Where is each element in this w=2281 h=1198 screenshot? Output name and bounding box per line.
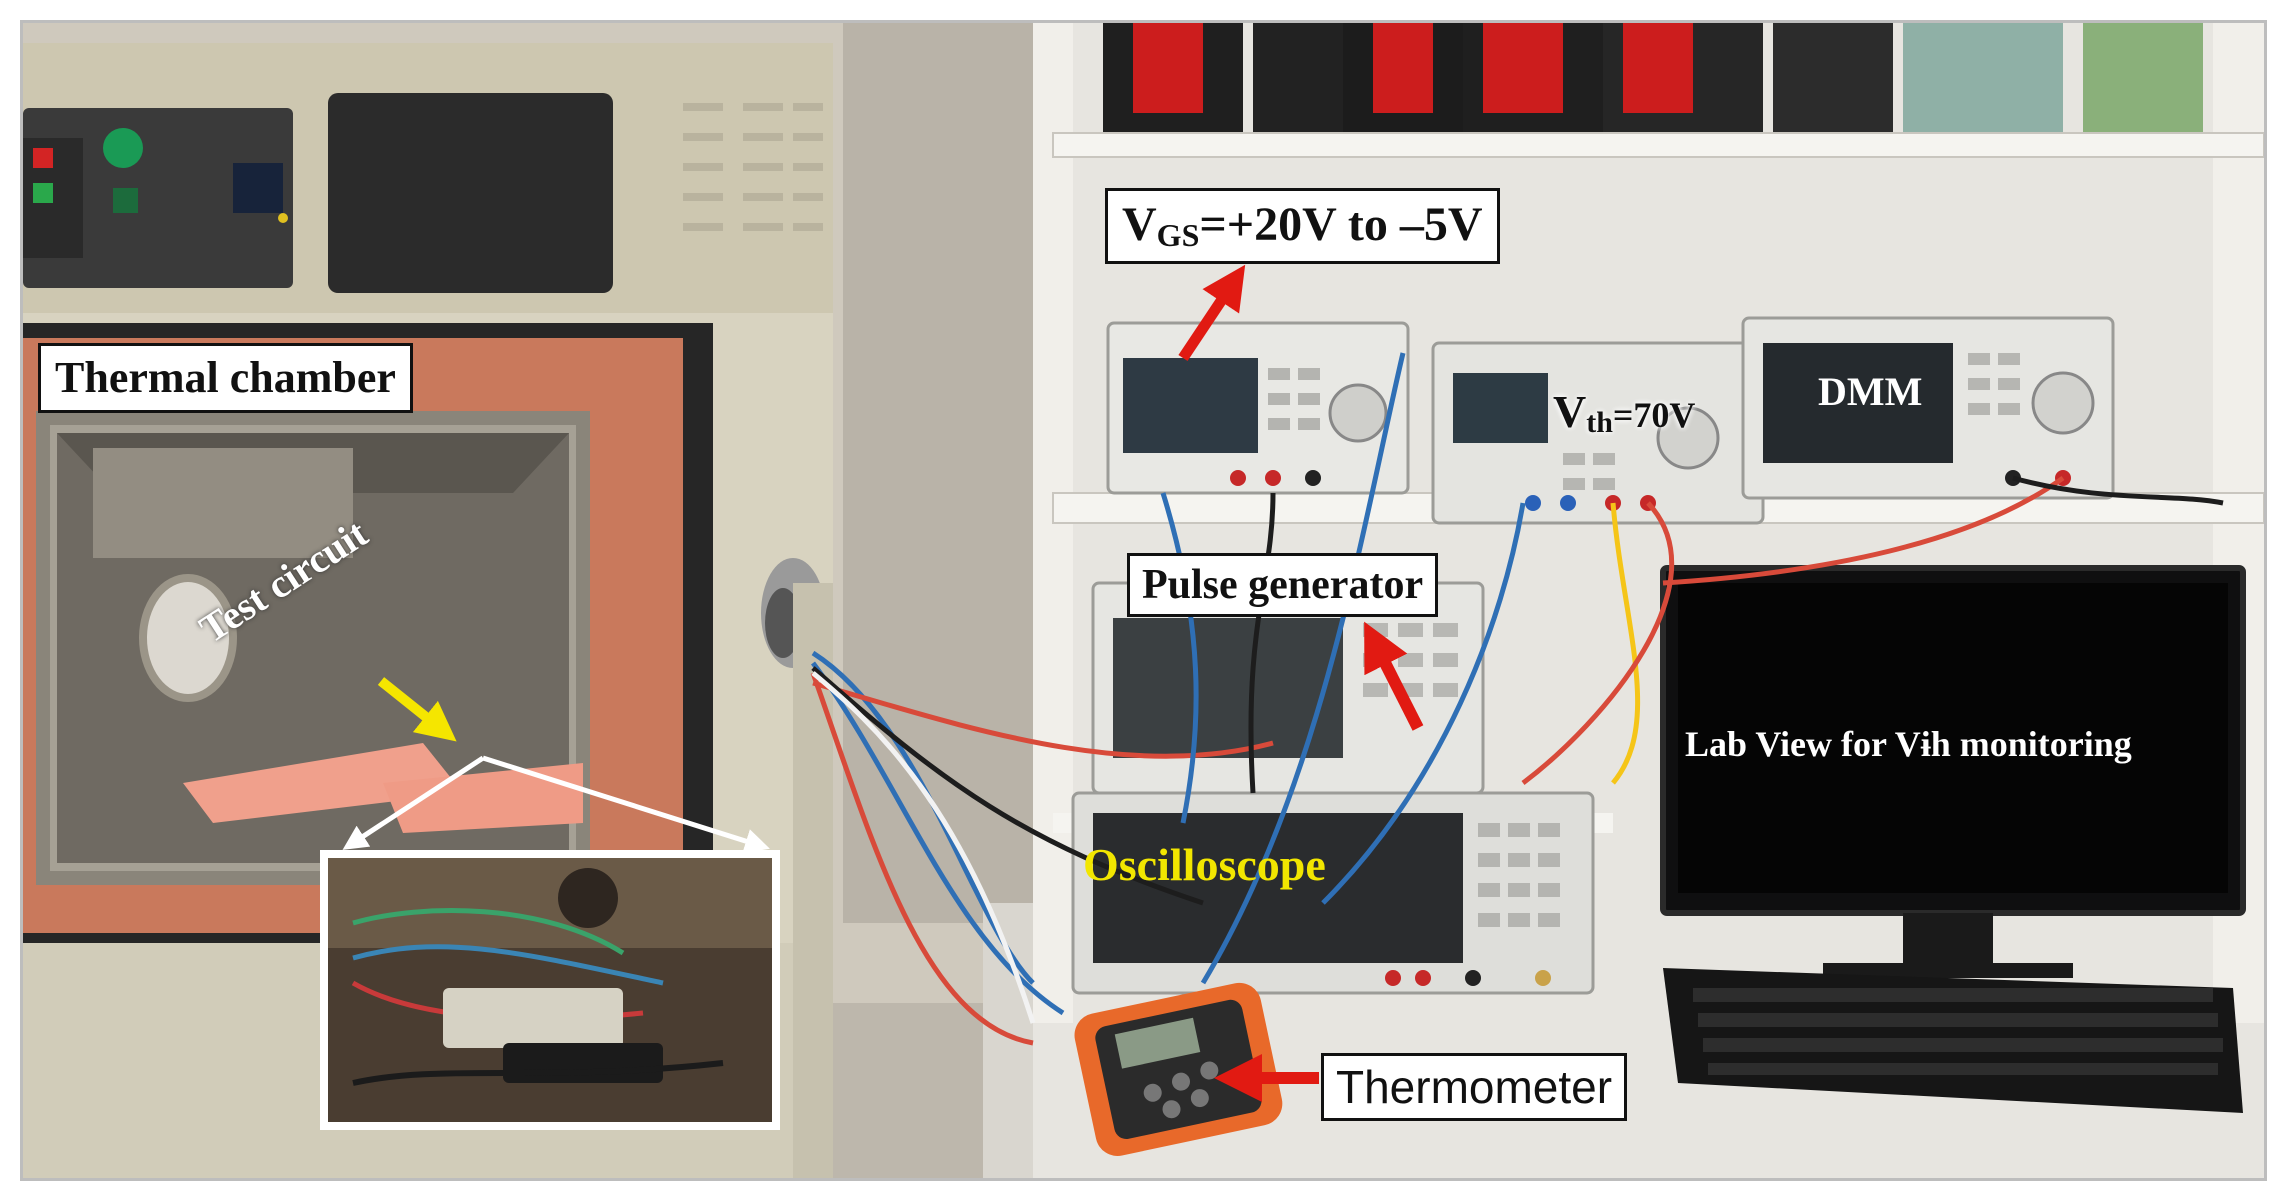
pulse-generator-label: Pulse generator	[1127, 553, 1439, 617]
test-circuit-inset	[320, 850, 780, 1130]
digital-multimeter	[1741, 316, 2115, 500]
lab-setup-photo	[23, 23, 2264, 1178]
vgs-label-rest: =+20V to –5V	[1199, 198, 1483, 251]
monitor	[1660, 565, 2246, 978]
photo-frame: Thermal chamber Test circuit VGS=+20V to…	[20, 20, 2267, 1181]
vth-label-rest: =70V	[1612, 395, 1696, 435]
dmm-label-text: DMM	[1818, 369, 1923, 414]
keyboard	[1663, 968, 2243, 1113]
vgs-arrow	[1178, 264, 1246, 362]
vth-label: Vth=70V	[1553, 385, 1695, 440]
dmm-label: DMM	[1818, 368, 1922, 415]
labview-label-text: Lab View for Vɨh monitoring	[1685, 724, 2132, 764]
vth-label-main: V	[1553, 386, 1587, 437]
vth-label-sub: th	[1586, 406, 1613, 439]
test-circuit-arrow	[377, 677, 457, 742]
thermometer-label-text: Thermometer	[1336, 1061, 1613, 1113]
vgs-label: VGS=+20V to –5V	[1105, 188, 1500, 264]
pulse-generator-label-text: Pulse generator	[1142, 562, 1424, 608]
inset-callout-left	[342, 755, 485, 850]
function-generator	[1106, 321, 1410, 495]
vgs-label-main: V	[1122, 198, 1157, 251]
thermal-chamber-label-text: Thermal chamber	[55, 353, 396, 402]
pulse-generator-arrow	[1364, 621, 1424, 731]
thermometer-device	[1074, 982, 1283, 1156]
thermometer-label: Thermometer	[1321, 1053, 1628, 1121]
vgs-label-sub: GS	[1156, 217, 1200, 253]
oscilloscope-label: Oscilloscope	[1083, 838, 1326, 891]
power-supply	[1431, 341, 1765, 525]
labview-label: Lab View for Vɨh monitoring	[1685, 723, 2132, 765]
thermal-chamber-label: Thermal chamber	[38, 343, 413, 413]
inset-callout-right	[482, 755, 770, 854]
wires	[810, 352, 2224, 1046]
oscilloscope-label-text: Oscilloscope	[1083, 839, 1326, 890]
